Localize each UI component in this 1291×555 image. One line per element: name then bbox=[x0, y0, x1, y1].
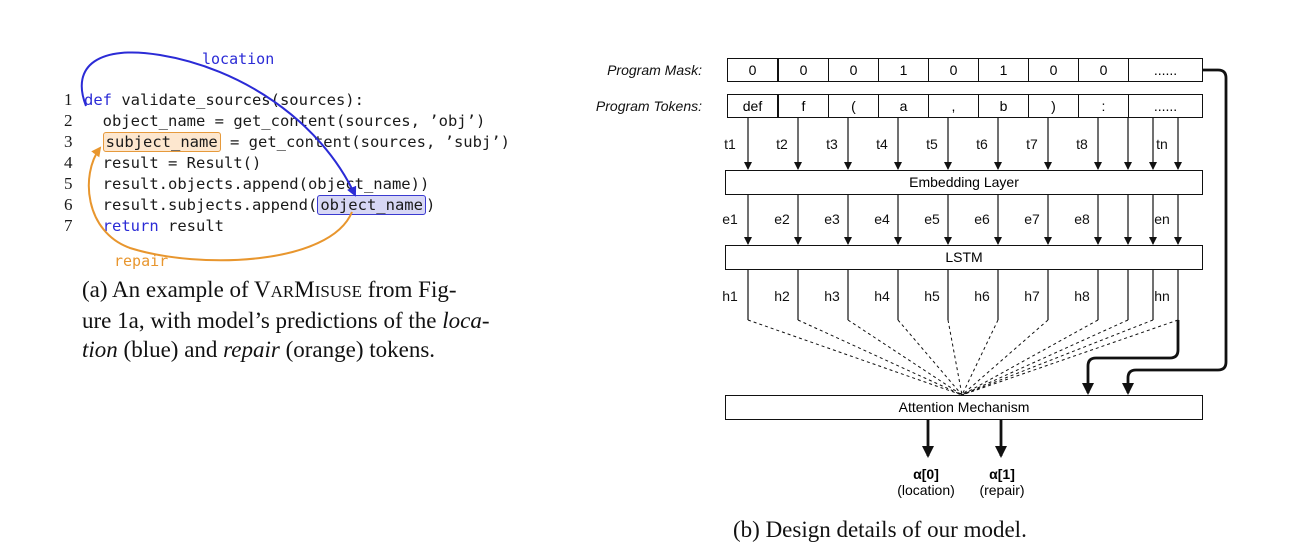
lstm-box: LSTM bbox=[725, 245, 1203, 270]
line-number: 1 bbox=[64, 90, 73, 109]
code-line: 6 result.subjects.append(object_name) bbox=[64, 194, 435, 216]
hidden-state-label: h8 bbox=[1074, 288, 1090, 304]
hidden-state-label: h7 bbox=[1024, 288, 1040, 304]
output-location: α[0] (location) bbox=[897, 466, 955, 498]
code-text: result.subjects.append( bbox=[102, 196, 318, 214]
token-embedding-label: t2 bbox=[776, 136, 788, 152]
code-text: ) bbox=[425, 196, 436, 214]
hidden-state-label: h2 bbox=[774, 288, 790, 304]
mask-cell: 1 bbox=[978, 58, 1029, 82]
token-embedding-label: t8 bbox=[1076, 136, 1088, 152]
line-number: 7 bbox=[64, 216, 73, 235]
token-embedding-label: t5 bbox=[926, 136, 938, 152]
token-cell: ( bbox=[828, 94, 879, 118]
token-embedding-label: t6 bbox=[976, 136, 988, 152]
embedding-output-label: e6 bbox=[974, 211, 990, 227]
embedding-layer-box: Embedding Layer bbox=[725, 170, 1203, 195]
attention-weight-line bbox=[897, 319, 963, 396]
attention-weight-line bbox=[961, 319, 1129, 396]
hidden-state-label: h6 bbox=[974, 288, 990, 304]
program-mask-label: Program Mask: bbox=[607, 62, 702, 78]
token-cell: ) bbox=[1028, 94, 1079, 118]
code-keyword: return bbox=[102, 217, 159, 235]
location-annotation: location bbox=[202, 50, 275, 68]
caption-a: (a) An example of VARMISUSE from Fig- ur… bbox=[82, 277, 490, 362]
attention-weight-line bbox=[961, 319, 1154, 396]
attention-weight-line bbox=[947, 319, 963, 396]
token-embedding-label: t4 bbox=[876, 136, 888, 152]
code-text: validate_sources(sources): bbox=[112, 91, 364, 109]
repair-annotation: repair bbox=[114, 252, 169, 270]
hidden-state-label: h1 bbox=[722, 288, 738, 304]
hidden-state-label: h3 bbox=[824, 288, 840, 304]
code-text: result bbox=[158, 217, 224, 235]
location-token: object_name bbox=[317, 195, 426, 215]
repair-arrow bbox=[87, 146, 353, 262]
token-embedding-label: t7 bbox=[1026, 136, 1038, 152]
embedding-output-label: e3 bbox=[824, 211, 840, 227]
line-number: 6 bbox=[64, 195, 73, 214]
token-embedding-label: t1 bbox=[724, 136, 736, 152]
token-embedding-label: t3 bbox=[826, 136, 838, 152]
code-text: = get_content(sources, ’subj’) bbox=[220, 133, 510, 151]
attention-weight-line bbox=[961, 319, 1179, 396]
repair-token: subject_name bbox=[102, 132, 221, 152]
attention-weight-line bbox=[797, 319, 963, 396]
attention-weight-line bbox=[961, 319, 1099, 396]
token-cell: def bbox=[727, 94, 778, 118]
mask-cell: 0 bbox=[1078, 58, 1129, 82]
output-repair: α[1] (repair) bbox=[979, 466, 1025, 498]
token-cell: f bbox=[778, 94, 829, 118]
embedding-output-label: e4 bbox=[874, 211, 890, 227]
hidden-state-label: h5 bbox=[924, 288, 940, 304]
attention-mechanism-box: Attention Mechanism bbox=[725, 395, 1203, 420]
code-line: 3 subject_name = get_content(sources, ’s… bbox=[64, 131, 510, 153]
code-line: 4 result = Result() bbox=[64, 152, 261, 174]
token-cell: ...... bbox=[1128, 94, 1203, 118]
line-number: 3 bbox=[64, 132, 73, 151]
mask-cell: 0 bbox=[727, 58, 778, 82]
program-tokens-label: Program Tokens: bbox=[595, 98, 702, 114]
code-line: 1 def validate_sources(sources): bbox=[64, 89, 364, 111]
location-arrow bbox=[80, 51, 357, 197]
mask-to-attention-arrow bbox=[1122, 68, 1228, 395]
embedding-output-label: e5 bbox=[924, 211, 940, 227]
caption-b: (b) Design details of our model. bbox=[733, 517, 1027, 542]
code-line: 7 return result bbox=[64, 215, 224, 237]
token-cell: : bbox=[1078, 94, 1129, 118]
line-number: 5 bbox=[64, 174, 73, 193]
embedding-output-label: e1 bbox=[722, 211, 738, 227]
attention-weight-line bbox=[847, 319, 963, 396]
hidden-state-label: hn bbox=[1154, 288, 1170, 304]
token-cell: b bbox=[978, 94, 1029, 118]
attention-weight-line bbox=[747, 319, 963, 396]
embedding-output-label: e7 bbox=[1024, 211, 1040, 227]
token-cell: a bbox=[878, 94, 929, 118]
code-keyword: def bbox=[84, 91, 112, 109]
line-number: 4 bbox=[64, 153, 73, 172]
embedding-output-label: e2 bbox=[774, 211, 790, 227]
token-cell: , bbox=[928, 94, 979, 118]
token-embedding-label: tn bbox=[1156, 136, 1168, 152]
line-number: 2 bbox=[64, 111, 73, 130]
hidden-state-label: h4 bbox=[874, 288, 890, 304]
attention-weight-line bbox=[961, 319, 999, 396]
code-text: result = Result() bbox=[102, 154, 262, 172]
embedding-output-label: e8 bbox=[1074, 211, 1090, 227]
code-text: object_name = get_content(sources, ’obj’… bbox=[102, 112, 486, 130]
embedding-output-label: en bbox=[1154, 211, 1170, 227]
mask-cell: ...... bbox=[1128, 58, 1203, 82]
hidden-to-attention-arrow bbox=[1082, 320, 1180, 395]
mask-cell: 0 bbox=[778, 58, 829, 82]
attention-weight-line bbox=[961, 319, 1049, 396]
code-line: 2 object_name = get_content(sources, ’ob… bbox=[64, 110, 485, 132]
